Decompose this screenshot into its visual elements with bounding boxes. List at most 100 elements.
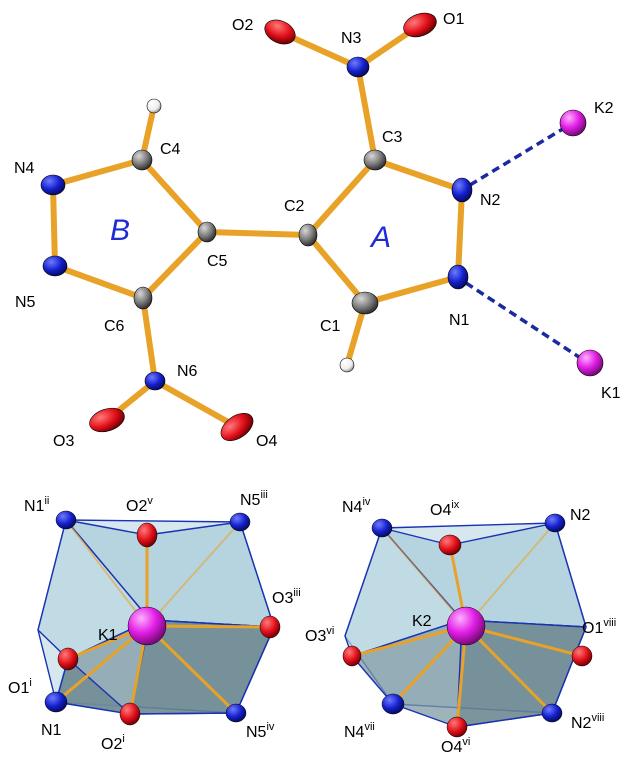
label-n3: N3 — [341, 30, 362, 47]
bond-c1-c2 — [305, 232, 368, 306]
k1-label-o2i: O2i — [101, 733, 125, 753]
bond-n2-n1 — [455, 187, 465, 280]
label-n4: N4 — [14, 160, 35, 177]
label-o1: O1 — [443, 11, 464, 28]
contact-n1-k1 — [465, 281, 583, 361]
atom-o2 — [264, 19, 296, 45]
atom-k1 — [576, 349, 604, 377]
k1-label-o2v: O2v — [126, 495, 153, 515]
k2-atom-o4ix — [438, 534, 462, 556]
k-contacts — [465, 125, 583, 361]
k2-bond-n4iv — [381, 527, 467, 627]
k1-atom-o2v — [136, 522, 158, 548]
k1-bond-o3iii — [145, 624, 272, 629]
label-c2: C2 — [284, 198, 305, 215]
k2-label-n2viii: N2viii — [571, 712, 604, 732]
k2-atoms — [342, 513, 593, 738]
label-n6: N6 — [177, 363, 198, 380]
molecule-diagram: O2 N3 O1 K2 C4 C3 N4 N2 C2 C5 N5 C6 C1 N… — [14, 11, 621, 450]
k2-bond-o1viii — [464, 624, 584, 658]
k1-center-label: K1 — [98, 627, 118, 644]
k1-bottom-face — [55, 658, 131, 715]
atom-c5 — [197, 221, 217, 243]
k2-bond-n2viii — [464, 624, 554, 715]
atom-o1 — [403, 12, 437, 38]
k2-atom-n4vii — [381, 693, 405, 715]
k2-center-label: K2 — [412, 613, 432, 630]
k2-atom-center — [446, 606, 486, 646]
atom-c2 — [298, 223, 318, 247]
k1-bond-n1 — [54, 624, 149, 704]
atom-n6 — [144, 371, 166, 391]
k1-label-n5iii: N5iii — [240, 489, 268, 509]
k1-atom-o1i — [57, 647, 79, 671]
k1-label-o3iii: O3iii — [272, 587, 301, 607]
k1-bond-n5iv — [145, 624, 238, 715]
k1-labels: K1 N1ii O2v N5iii O3iii O1i N1 O2i N5iv — [8, 489, 301, 753]
atom-c1 — [351, 291, 379, 315]
k1-bond-n1ii — [65, 519, 148, 627]
atoms — [40, 12, 604, 442]
k2-atom-n2viii — [541, 703, 563, 723]
bond-n6-o4 — [152, 378, 240, 430]
bond-c3-n2 — [372, 157, 465, 193]
label-c4: C4 — [160, 141, 181, 158]
atom-n5 — [42, 255, 68, 277]
bond-n1-c1 — [362, 274, 461, 306]
atom-o3 — [89, 407, 125, 433]
bond-n4-n5 — [50, 182, 58, 269]
k2-label-n4vii: N4vii — [344, 721, 375, 741]
k2-bond-n2 — [465, 522, 556, 627]
bond-c2-c5 — [204, 229, 311, 238]
k1-atom-center — [127, 606, 167, 646]
bond-c4-n4 — [50, 157, 145, 188]
k1-label-n1: N1 — [41, 722, 62, 739]
bond-c2-c3 — [305, 157, 378, 238]
label-k1: K1 — [601, 385, 621, 402]
k2-label-o4ix: O4ix — [430, 499, 460, 519]
k2-label-n4iv: N4iv — [342, 496, 371, 516]
k1-label-n5iv: N5iv — [246, 721, 275, 741]
bond-c6-n6 — [140, 295, 158, 384]
k1-label-o1i: O1i — [8, 677, 32, 697]
atom-n2 — [451, 177, 473, 203]
label-c5: C5 — [207, 253, 228, 270]
atom-n4 — [40, 174, 66, 196]
label-c3: C3 — [382, 129, 403, 146]
k1-atom-n5iii — [229, 512, 251, 532]
atom-h1 — [339, 357, 355, 373]
bond-c6-c5 — [140, 229, 210, 301]
label-n5: N5 — [15, 294, 36, 311]
k1-atom-n5iv — [225, 703, 247, 723]
label-o4: O4 — [256, 433, 277, 450]
atom-k2 — [559, 109, 587, 137]
k1-bond-n5iii — [146, 521, 241, 627]
k2-coordination-polyhedron: K2 N4iv O4ix N2 O1viii O3vi N4vii O4vi N… — [305, 496, 616, 756]
k1-label-n1ii: N1ii — [24, 495, 49, 515]
k1-atom-n1 — [44, 691, 68, 713]
contact-n2-k2 — [469, 125, 567, 187]
bond-c5-c4 — [139, 157, 210, 235]
k2-atom-o3vi — [342, 645, 362, 667]
k1-atom-o3iii — [259, 615, 281, 639]
atom-labels: O2 N3 O1 K2 C4 C3 N4 N2 C2 C5 N5 C6 C1 N… — [14, 11, 621, 450]
label-c1: C1 — [320, 318, 341, 335]
k1-atoms — [44, 510, 281, 726]
k1-coordination-polyhedron: K1 N1ii O2v N5iii O3iii O1i N1 O2i N5iv — [8, 489, 301, 753]
label-n1: N1 — [449, 312, 470, 329]
atom-h4 — [146, 98, 162, 114]
ring-label-a: A — [369, 221, 391, 254]
k2-atom-n4iv — [371, 518, 393, 538]
atom-c6 — [133, 286, 153, 310]
k2-bond-o3vi — [350, 624, 468, 658]
k2-labels: K2 N4iv O4ix N2 O1viii O3vi N4vii O4vi N… — [305, 496, 616, 756]
k1-atom-o2i — [119, 702, 141, 726]
k2-label-o4vi: O4vi — [441, 736, 470, 756]
bond-n3-c3 — [355, 64, 378, 163]
bond-n5-c6 — [52, 263, 146, 301]
atom-c3 — [363, 149, 387, 171]
label-n2: N2 — [480, 192, 501, 209]
k2-label-n2: N2 — [570, 507, 591, 524]
k2-atom-o4vi — [446, 716, 468, 738]
